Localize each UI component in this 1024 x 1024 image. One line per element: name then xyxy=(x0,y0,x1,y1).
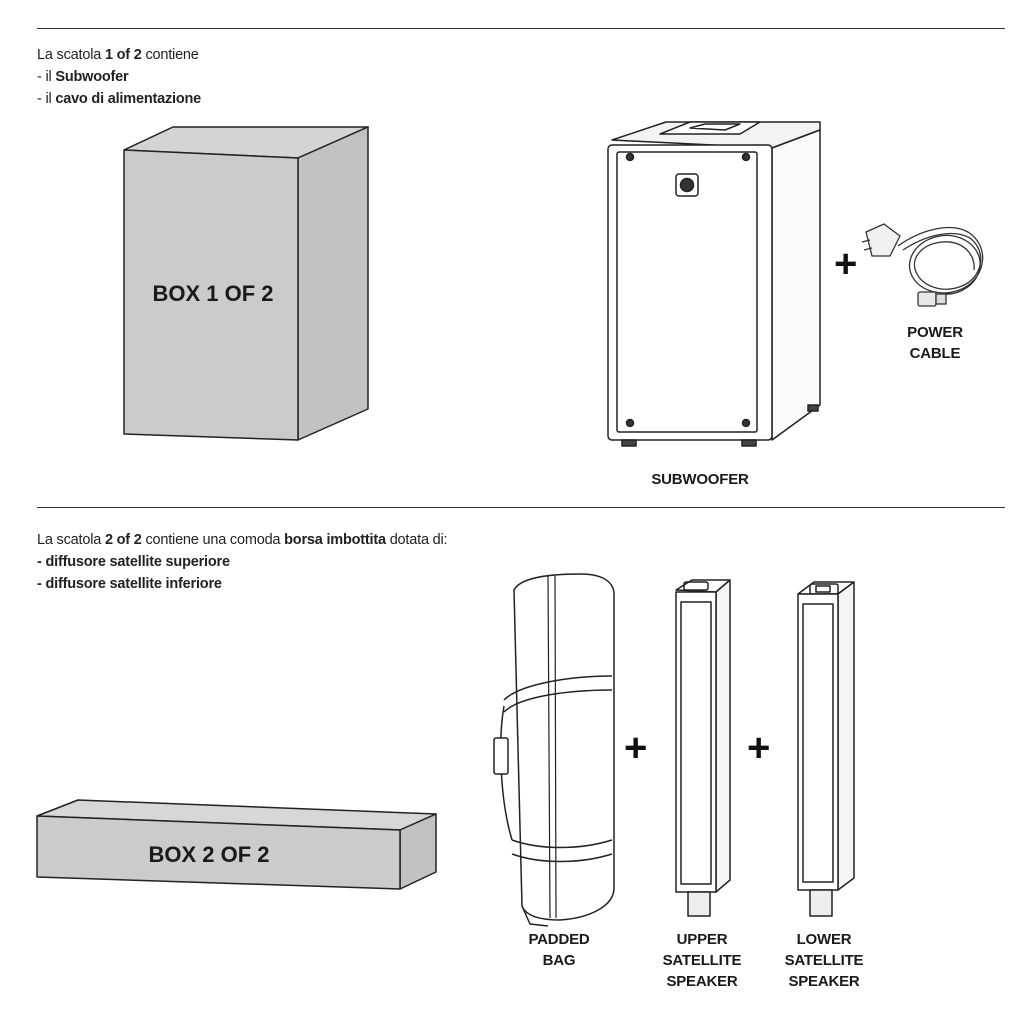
section-divider xyxy=(37,507,1005,508)
section2-item-upper-satellite: - diffusore satellite superiore xyxy=(37,554,230,570)
plus-icon: + xyxy=(624,726,648,770)
section2-item-lower-satellite: - diffusore satellite inferiore xyxy=(37,576,222,592)
padded-bag-caption: PADDED BAG xyxy=(528,931,590,969)
section1-item-subwoofer: - il Subwoofer xyxy=(37,69,129,85)
plus-icon: + xyxy=(747,726,771,770)
section1-description: La scatola 1 of 2 contiene - il Subwoofe… xyxy=(37,44,201,110)
upper-satellite-caption: UPPER SATELLITE SPEAKER xyxy=(662,931,742,990)
power-cable-caption: POWER CABLE xyxy=(907,324,963,362)
lower-satellite-illustration xyxy=(797,581,855,917)
section2-description: La scatola 2 of 2 contiene una comoda bo… xyxy=(37,529,448,595)
box-2-label: BOX 2 OF 2 xyxy=(148,842,269,867)
top-divider xyxy=(37,28,1005,29)
section2-intro: La scatola 2 of 2 contiene una comoda bo… xyxy=(37,532,448,548)
upper-satellite-illustration xyxy=(675,579,731,917)
box-2-illustration: BOX 2 OF 2 xyxy=(36,799,437,890)
section1-item-power-cable: - il cavo di alimentazione xyxy=(37,91,202,107)
lower-satellite-caption: LOWER SATELLITE SPEAKER xyxy=(784,931,864,990)
plus-icon: + xyxy=(834,242,858,286)
section1-intro: La scatola 1 of 2 contiene xyxy=(37,47,199,63)
power-cable-illustration xyxy=(861,223,984,307)
subwoofer-illustration xyxy=(607,121,821,447)
box-1-label: BOX 1 OF 2 xyxy=(152,281,273,306)
padded-bag-illustration xyxy=(493,573,615,927)
subwoofer-caption: SUBWOOFER xyxy=(651,471,749,488)
box-1-illustration: BOX 1 OF 2 xyxy=(123,126,369,441)
